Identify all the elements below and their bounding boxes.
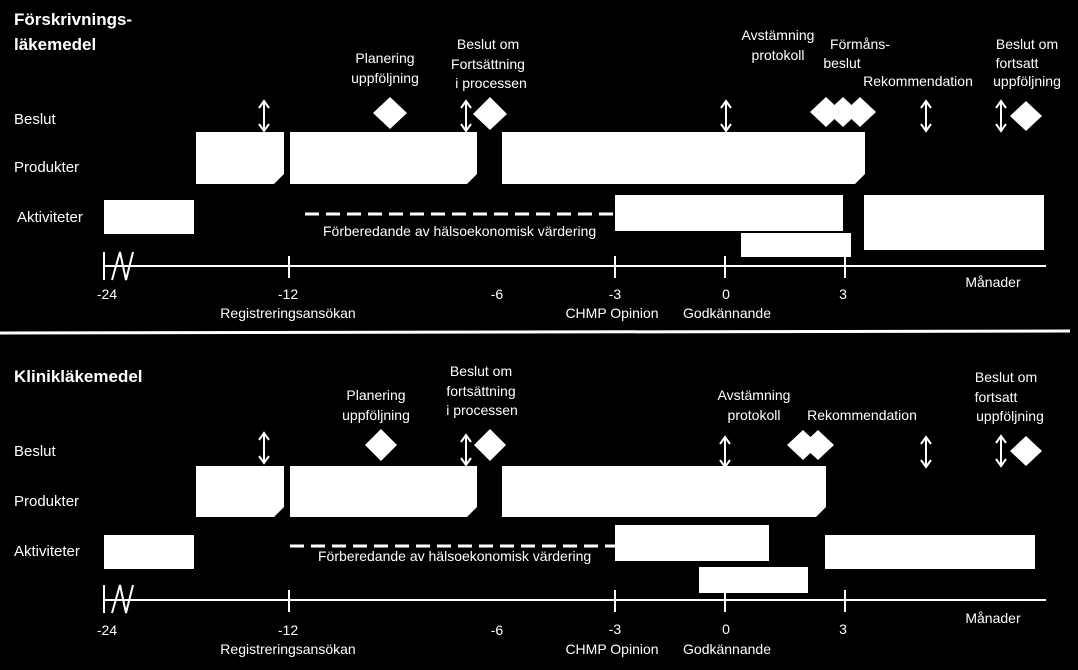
- top-tick-label: 0: [722, 286, 730, 302]
- bottom-ann-planering-1: Planering: [346, 387, 405, 403]
- top-ann-planering-2: uppföljning: [351, 70, 419, 86]
- bottom-row-label-produkter: Produkter: [14, 493, 79, 510]
- bottom-decision-arrow: [995, 435, 1007, 467]
- top-ann-planering-1: Planering: [355, 50, 414, 66]
- bottom-ann-planering-2: uppföljning: [342, 407, 410, 423]
- top-milestone-godkannande: Godkännande: [683, 305, 771, 321]
- bottom-product-box: [290, 466, 477, 517]
- top-ann-fortsatt-3: uppföljning: [993, 73, 1061, 89]
- top-diamond-planering: [373, 97, 407, 129]
- bottom-diamond-rekommendation: [802, 430, 834, 460]
- bottom-ann-beslut-fort-1: Beslut om: [450, 363, 512, 379]
- top-ann-rekommendation: Rekommendation: [863, 73, 973, 89]
- top-decision-arrow: [258, 100, 270, 132]
- top-tick-label: -3: [609, 286, 622, 302]
- bottom-row-label-beslut: Beslut: [14, 443, 57, 460]
- bottom-ann-avstamning-2: protokoll: [728, 407, 781, 423]
- bottom-ann-rekommendation: Rekommendation: [807, 407, 917, 423]
- bottom-diamond-fortsatt: [1010, 436, 1042, 466]
- bottom-activity-box: [104, 535, 194, 569]
- top-row-label-beslut: Beslut: [14, 111, 57, 128]
- bottom-ann-beslut-fort-2: fortsättning: [446, 383, 515, 399]
- top-axis-break: [111, 251, 134, 281]
- top-decision-arrow: [995, 100, 1007, 132]
- bottom-dashed-label: Förberedande av hälsoekonomisk värdering: [318, 548, 591, 564]
- top-decision-arrow: [720, 100, 732, 132]
- top-tick-label: -12: [278, 286, 298, 302]
- top-milestone-registrering: Registreringsansökan: [220, 305, 355, 321]
- bottom-ann-fortsatt-2: fortsatt: [975, 389, 1018, 405]
- top-decision-arrow: [460, 100, 472, 132]
- bottom-axis-break: [111, 584, 134, 614]
- top-diamond-beslut: [473, 97, 507, 130]
- top-activity-box: [104, 200, 194, 234]
- section-divider: [0, 329, 1071, 335]
- top-diamond-formans: [844, 97, 876, 127]
- top-product-box: [196, 132, 284, 184]
- top-ann-fortsatt-2: fortsatt: [996, 55, 1039, 71]
- bottom-diamond-planering: [365, 429, 397, 461]
- top-diamond-fortsatt: [1010, 101, 1042, 131]
- top-diamond-formans: [827, 97, 859, 127]
- top-dashed-label: Förberedande av hälsoekonomisk värdering: [323, 223, 596, 239]
- bottom-activity-box: [615, 525, 769, 561]
- top-ann-formans-1: Förmåns-: [830, 36, 890, 52]
- bottom-tick-label: -12: [278, 622, 298, 638]
- bottom-axis-unit: Månader: [965, 610, 1021, 626]
- top-title-line1: Förskrivnings-: [14, 10, 132, 29]
- top-activity-box: [864, 195, 1044, 250]
- top-product-box: [502, 132, 865, 184]
- top-tick-label: 3: [839, 286, 847, 302]
- top-ann-beslut-fort-3: i processen: [455, 75, 527, 91]
- bottom-decision-arrow: [460, 434, 472, 466]
- top-panel: Förskrivnings- läkemedel Beslut Produkte…: [14, 10, 1061, 321]
- bottom-decision-arrow: [920, 436, 932, 468]
- bottom-decision-arrow: [258, 432, 270, 464]
- top-ann-avstamning-1: Avstämning: [742, 27, 815, 43]
- top-title-line2: läkemedel: [14, 35, 96, 54]
- bottom-product-box: [196, 466, 284, 517]
- bottom-milestone-registrering: Registreringsansökan: [220, 641, 355, 657]
- bottom-row-label-aktiviteter: Aktiviteter: [14, 543, 80, 560]
- top-decision-arrow: [920, 100, 932, 132]
- top-diamond-formans: [810, 97, 842, 127]
- top-activity-box: [615, 195, 843, 231]
- top-ann-fortsatt-1: Beslut om: [996, 36, 1058, 52]
- top-row-label-aktiviteter: Aktiviteter: [17, 209, 83, 226]
- bottom-tick-label: 0: [722, 621, 730, 637]
- top-activity-box: [741, 233, 851, 257]
- bottom-ann-beslut-fort-3: i processen: [446, 402, 518, 418]
- top-product-box: [290, 132, 477, 184]
- bottom-activity-box: [699, 567, 808, 593]
- bottom-tick-label: -6: [491, 622, 504, 638]
- bottom-title: Klinikläkemedel: [14, 367, 143, 386]
- bottom-tick-label: -3: [609, 621, 622, 637]
- top-row-label-produkter: Produkter: [14, 159, 79, 176]
- top-tick-label: -6: [491, 286, 504, 302]
- bottom-decision-arrow: [719, 436, 731, 468]
- bottom-diamond-beslut: [474, 429, 506, 461]
- top-tick-label: -24: [97, 286, 117, 302]
- bottom-tick-label: 3: [839, 621, 847, 637]
- top-ann-avstamning-2: protokoll: [752, 47, 805, 63]
- top-ann-beslut-fort-1: Beslut om: [457, 36, 519, 52]
- top-ann-formans-2: beslut: [823, 55, 860, 71]
- bottom-milestone-godkannande: Godkännande: [683, 641, 771, 657]
- bottom-ann-avstamning-1: Avstämning: [718, 387, 791, 403]
- bottom-ann-fortsatt-1: Beslut om: [975, 369, 1037, 385]
- bottom-ann-fortsatt-3: uppföljning: [976, 408, 1044, 424]
- bottom-panel: Klinikläkemedel Beslut Produkter Aktivit…: [14, 363, 1046, 657]
- top-ann-beslut-fort-2: Fortsättning: [451, 56, 525, 72]
- top-milestone-chmp: CHMP Opinion: [565, 305, 658, 321]
- bottom-activity-box: [825, 535, 1035, 569]
- top-axis-unit: Månader: [965, 274, 1021, 290]
- bottom-milestone-chmp: CHMP Opinion: [565, 641, 658, 657]
- bottom-tick-label: -24: [97, 622, 117, 638]
- bottom-product-box: [502, 466, 826, 517]
